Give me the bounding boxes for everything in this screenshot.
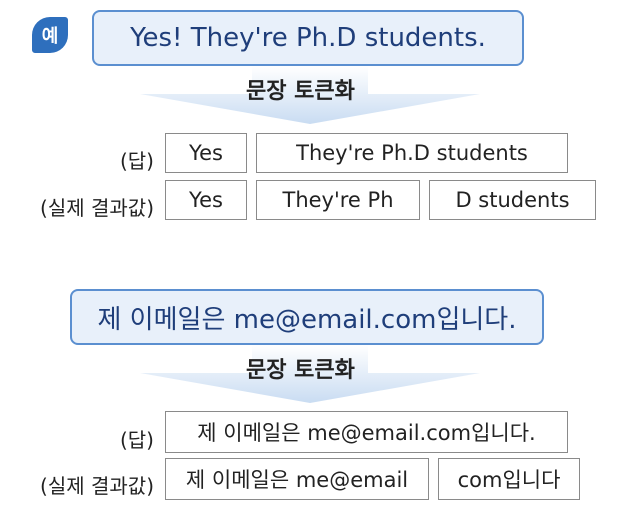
answer-token: They're Ph.D students xyxy=(256,133,568,173)
answer-label-2: (답) xyxy=(119,428,154,452)
actual-label-2: (실제 결과값) xyxy=(40,474,154,498)
answer-token: Yes xyxy=(165,133,247,173)
example-badge: 예 xyxy=(32,17,68,53)
input-sentence-2-text: 제 이메일은 me@email.com입니다. xyxy=(97,304,517,335)
answer-token: 제 이메일은 me@email.com입니다. xyxy=(165,411,568,453)
input-sentence-1: Yes! They're Ph.D students. xyxy=(92,10,524,66)
down-arrow-1 xyxy=(140,66,480,124)
input-sentence-2: 제 이메일은 me@email.com입니다. xyxy=(70,289,544,345)
actual-token: com입니다 xyxy=(438,458,580,500)
actual-token: D students xyxy=(429,180,596,220)
answer-label-1: (답) xyxy=(119,149,154,173)
input-sentence-1-text: Yes! They're Ph.D students. xyxy=(130,23,486,53)
actual-token: 제 이메일은 me@email xyxy=(165,458,429,500)
actual-token: They're Ph xyxy=(256,180,420,220)
down-arrow-2 xyxy=(140,345,480,403)
operation-label-1: 문장 토큰화 xyxy=(246,79,355,104)
actual-token: Yes xyxy=(165,180,247,220)
operation-label-2: 문장 토큰화 xyxy=(246,358,355,383)
actual-label-1: (실제 결과값) xyxy=(40,196,154,220)
